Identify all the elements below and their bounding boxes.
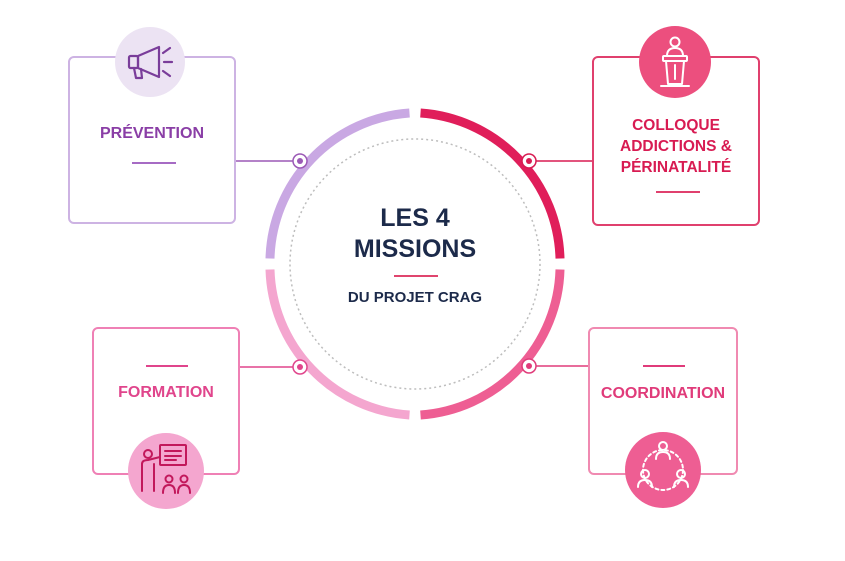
icon-circle-colloque bbox=[639, 26, 711, 98]
node-coordination bbox=[521, 358, 537, 374]
ring-arc-prevention bbox=[265, 108, 410, 259]
center-title-line2: MISSIONS bbox=[353, 235, 477, 263]
card-rule-coordination bbox=[643, 365, 685, 367]
card-title-colloque-line3: PÉRINATALITÉ bbox=[620, 159, 732, 176]
card-title-colloque-line2: ADDICTIONS & bbox=[620, 138, 732, 155]
card-title-prevention: PRÉVENTION bbox=[99, 125, 204, 142]
ring-arc-colloque bbox=[420, 108, 565, 259]
center-title: LES 4 MISSIONS bbox=[315, 203, 515, 265]
node-colloque bbox=[521, 153, 537, 169]
icon-circle-formation bbox=[128, 433, 204, 509]
card-rule-colloque bbox=[656, 191, 700, 193]
lectern-speaker-icon bbox=[660, 36, 690, 87]
card-title-colloque: COLLOQUE ADDICTIONS & PÉRINATALITÉ bbox=[594, 115, 758, 178]
ring-arc-formation bbox=[265, 269, 410, 420]
center-title-line1: LES 4 bbox=[380, 204, 450, 232]
megaphone-icon bbox=[127, 45, 174, 80]
node-formation bbox=[292, 359, 308, 375]
network-people-icon bbox=[637, 441, 689, 491]
card-colloque: COLLOQUE ADDICTIONS & PÉRINATALITÉ bbox=[592, 56, 760, 226]
ring-arc-coordination bbox=[420, 269, 565, 420]
center-subtitle: DU PROJET CRAG bbox=[347, 289, 483, 306]
card-rule-prevention bbox=[132, 162, 176, 164]
card-title-formation: FORMATION bbox=[118, 384, 214, 401]
center-disc bbox=[289, 138, 541, 390]
node-prevention bbox=[292, 153, 308, 169]
icon-circle-coordination bbox=[625, 432, 701, 508]
teacher-board-icon bbox=[141, 444, 191, 494]
card-title-coordination: COORDINATION bbox=[600, 385, 726, 402]
card-rule-formation bbox=[146, 365, 188, 367]
card-title-colloque-line1: COLLOQUE bbox=[632, 117, 720, 134]
icon-circle-prevention bbox=[115, 27, 185, 97]
